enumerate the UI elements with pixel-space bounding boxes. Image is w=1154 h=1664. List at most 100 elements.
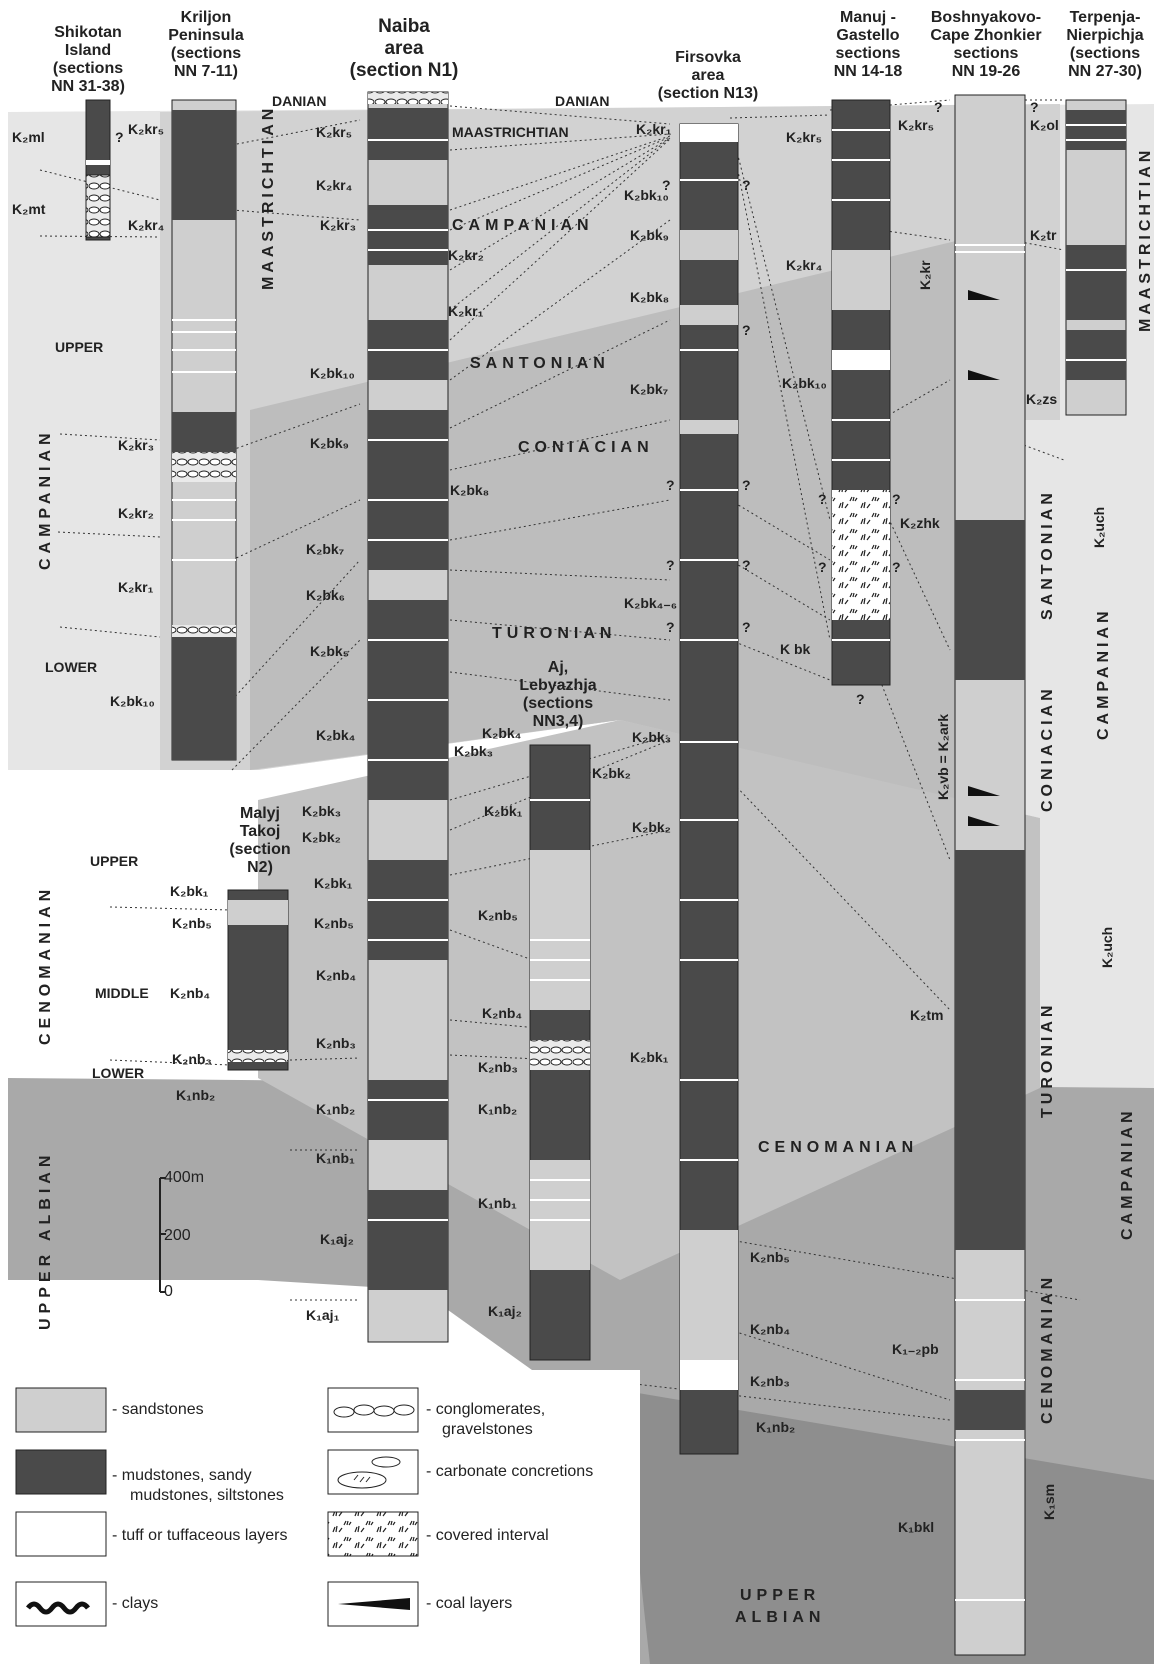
unit-label: K₂bk₁₀ [624, 187, 669, 203]
column-naiba [367, 91, 449, 1343]
unit-label: K₂bk₂ [632, 819, 671, 835]
stage-upper-cen: UPPER [90, 853, 138, 869]
stage-maastrichtian-kriljon: MAASTRICHTIAN [260, 105, 277, 290]
scale-label-mid: 200 [164, 1227, 191, 1244]
unit-label: K₂bk₄ [316, 727, 355, 743]
question-mark: ? [856, 691, 865, 707]
unit-label: K₂nb₃ [750, 1373, 790, 1389]
unit-label: K bk [780, 641, 811, 657]
unit-label: K₂ml [12, 129, 45, 145]
unit-label: K₁aj₂ [488, 1303, 522, 1319]
stage-upper-albian-bottom-2: ALBIAN [735, 1609, 825, 1626]
question-mark: ? [1030, 99, 1039, 115]
unit-label: K₂nb₃ [316, 1035, 356, 1051]
unit-label: K₂kr₅ [128, 121, 164, 137]
unit-label: K₂nb₅ [314, 915, 354, 931]
unit-label: K₂nb₅ [172, 915, 212, 931]
stage-maastrichtian-center: MAASTRICHTIAN [452, 124, 569, 140]
stage-names: DANIAN DANIAN MAASTRICHTIAN MAASTRICHTIA… [37, 93, 1154, 1626]
question-mark: ? [742, 322, 751, 338]
unit-label: K₁sm [1041, 1484, 1057, 1520]
stage-middle-cen: MIDDLE [95, 985, 149, 1001]
unit-label: K₁nb₂ [478, 1101, 517, 1117]
unit-label: K₂bk₂ [592, 765, 631, 781]
question-mark: ? [666, 477, 675, 493]
unit-label: K₂tr [1030, 227, 1057, 243]
legend-label-concretions: - carbonate concretions [426, 1463, 593, 1480]
unit-label: K₂bk₁ [170, 883, 209, 899]
stage-upper-albian-bottom-1: UPPER [740, 1587, 820, 1604]
legend: - sandstones - mudstones, sandy mudstone… [0, 1370, 640, 1664]
question-mark: ? [666, 557, 675, 573]
column-terpenja [1065, 99, 1127, 416]
unit-label: K₁nb₂ [756, 1419, 795, 1435]
question-mark: ? [892, 559, 901, 575]
question-mark: ? [742, 557, 751, 573]
unit-label: K₂nb₅ [478, 907, 518, 923]
stage-lower-cen: LOWER [92, 1065, 144, 1081]
unit-label: K₁nb₂ [316, 1101, 355, 1117]
unit-label: K₂bk₇ [630, 381, 668, 397]
unit-label: K₂kr₂ [448, 247, 484, 263]
question-mark: ? [742, 477, 751, 493]
legend-label-covered: - covered interval [426, 1527, 549, 1544]
question-mark: ? [818, 491, 827, 507]
unit-label: K₂kr₃ [118, 437, 154, 453]
clays-icon [26, 1601, 90, 1615]
question-mark: ? [115, 129, 124, 145]
stage-maastrichtian-right: MAASTRICHTIAN [1137, 147, 1154, 332]
unit-label: K₂kr₂ [118, 505, 154, 521]
stage-turonian-right: TURONIAN [1039, 1002, 1056, 1118]
unit-label: K₂nb₅ [750, 1249, 790, 1265]
unit-label: K₂ol [1030, 117, 1059, 133]
unit-labels: K₂ml K₂mt K₂kr₅ K₂kr₄ K₂kr₃ K₂kr₂ K₂kr₁ … [12, 117, 1115, 1535]
stage-cenomanian-center: CENOMANIAN [758, 1139, 918, 1156]
legend-label-sandstones: - sandstones [112, 1401, 204, 1418]
uncertainty-marks: ? ? ? ? ? ? ? ? ? ? ? ? ? ? ? ? ? [115, 99, 1039, 707]
unit-label: K₂uch [1099, 927, 1115, 968]
stage-cenomanian-left: CENOMANIAN [37, 885, 54, 1045]
scale-bar: 400m 200 0 [159, 1169, 204, 1300]
stage-danian-left: DANIAN [272, 93, 326, 109]
unit-label: K₂bk₁ [314, 875, 353, 891]
unit-label: K₁nb₂ [176, 1087, 215, 1103]
unit-label: K₂bk₄ [482, 725, 521, 741]
unit-label: K₂bk₁₀ [310, 365, 355, 381]
legend-label-conglomerates: - conglomerates, [426, 1401, 545, 1418]
unit-label: K₂kr₄ [786, 257, 822, 273]
unit-label: K₂nb₄ [316, 967, 356, 983]
unit-label: K₂bk₁₀ [782, 375, 827, 391]
legend-label-coal: - coal layers [426, 1595, 512, 1612]
unit-label: K₂bk₆ [306, 587, 345, 603]
question-mark: ? [662, 177, 671, 193]
column-boshnyakovo [954, 94, 1026, 1656]
stage-lower: LOWER [45, 659, 97, 675]
question-mark: ? [892, 491, 901, 507]
legend-label-tuff: - tuff or tuffaceous layers [112, 1527, 288, 1544]
stage-campanian-right2: CAMPANIAN [1119, 1107, 1136, 1240]
unit-label: K₁bkl [898, 1519, 934, 1535]
legend-swatch-mudstones [15, 1449, 107, 1495]
unit-label: K₂nb₄ [750, 1321, 790, 1337]
unit-label: K₂kr₁ [118, 579, 154, 595]
stage-coniacian-right: CONIACIAN [1039, 685, 1056, 812]
unit-label: K₂bk₈ [450, 482, 489, 498]
legend-label-mudstones-2: mudstones, siltstones [130, 1487, 284, 1504]
unit-label: K₂kr₁ [636, 121, 672, 137]
unit-label: K₂bk₄₋₆ [624, 595, 677, 611]
unit-label: K₂zhk [900, 515, 940, 531]
legend-label-conglomerates-2: gravelstones [442, 1421, 533, 1438]
legend-label-clays: - clays [112, 1595, 158, 1612]
unit-label: K₁₋₂pb [892, 1341, 939, 1357]
question-mark: ? [666, 619, 675, 635]
unit-label: K₂bk₇ [306, 541, 344, 557]
stage-cenomanian-right: CENOMANIAN [1039, 1274, 1056, 1424]
unit-label: K₂nb₄ [482, 1005, 522, 1021]
